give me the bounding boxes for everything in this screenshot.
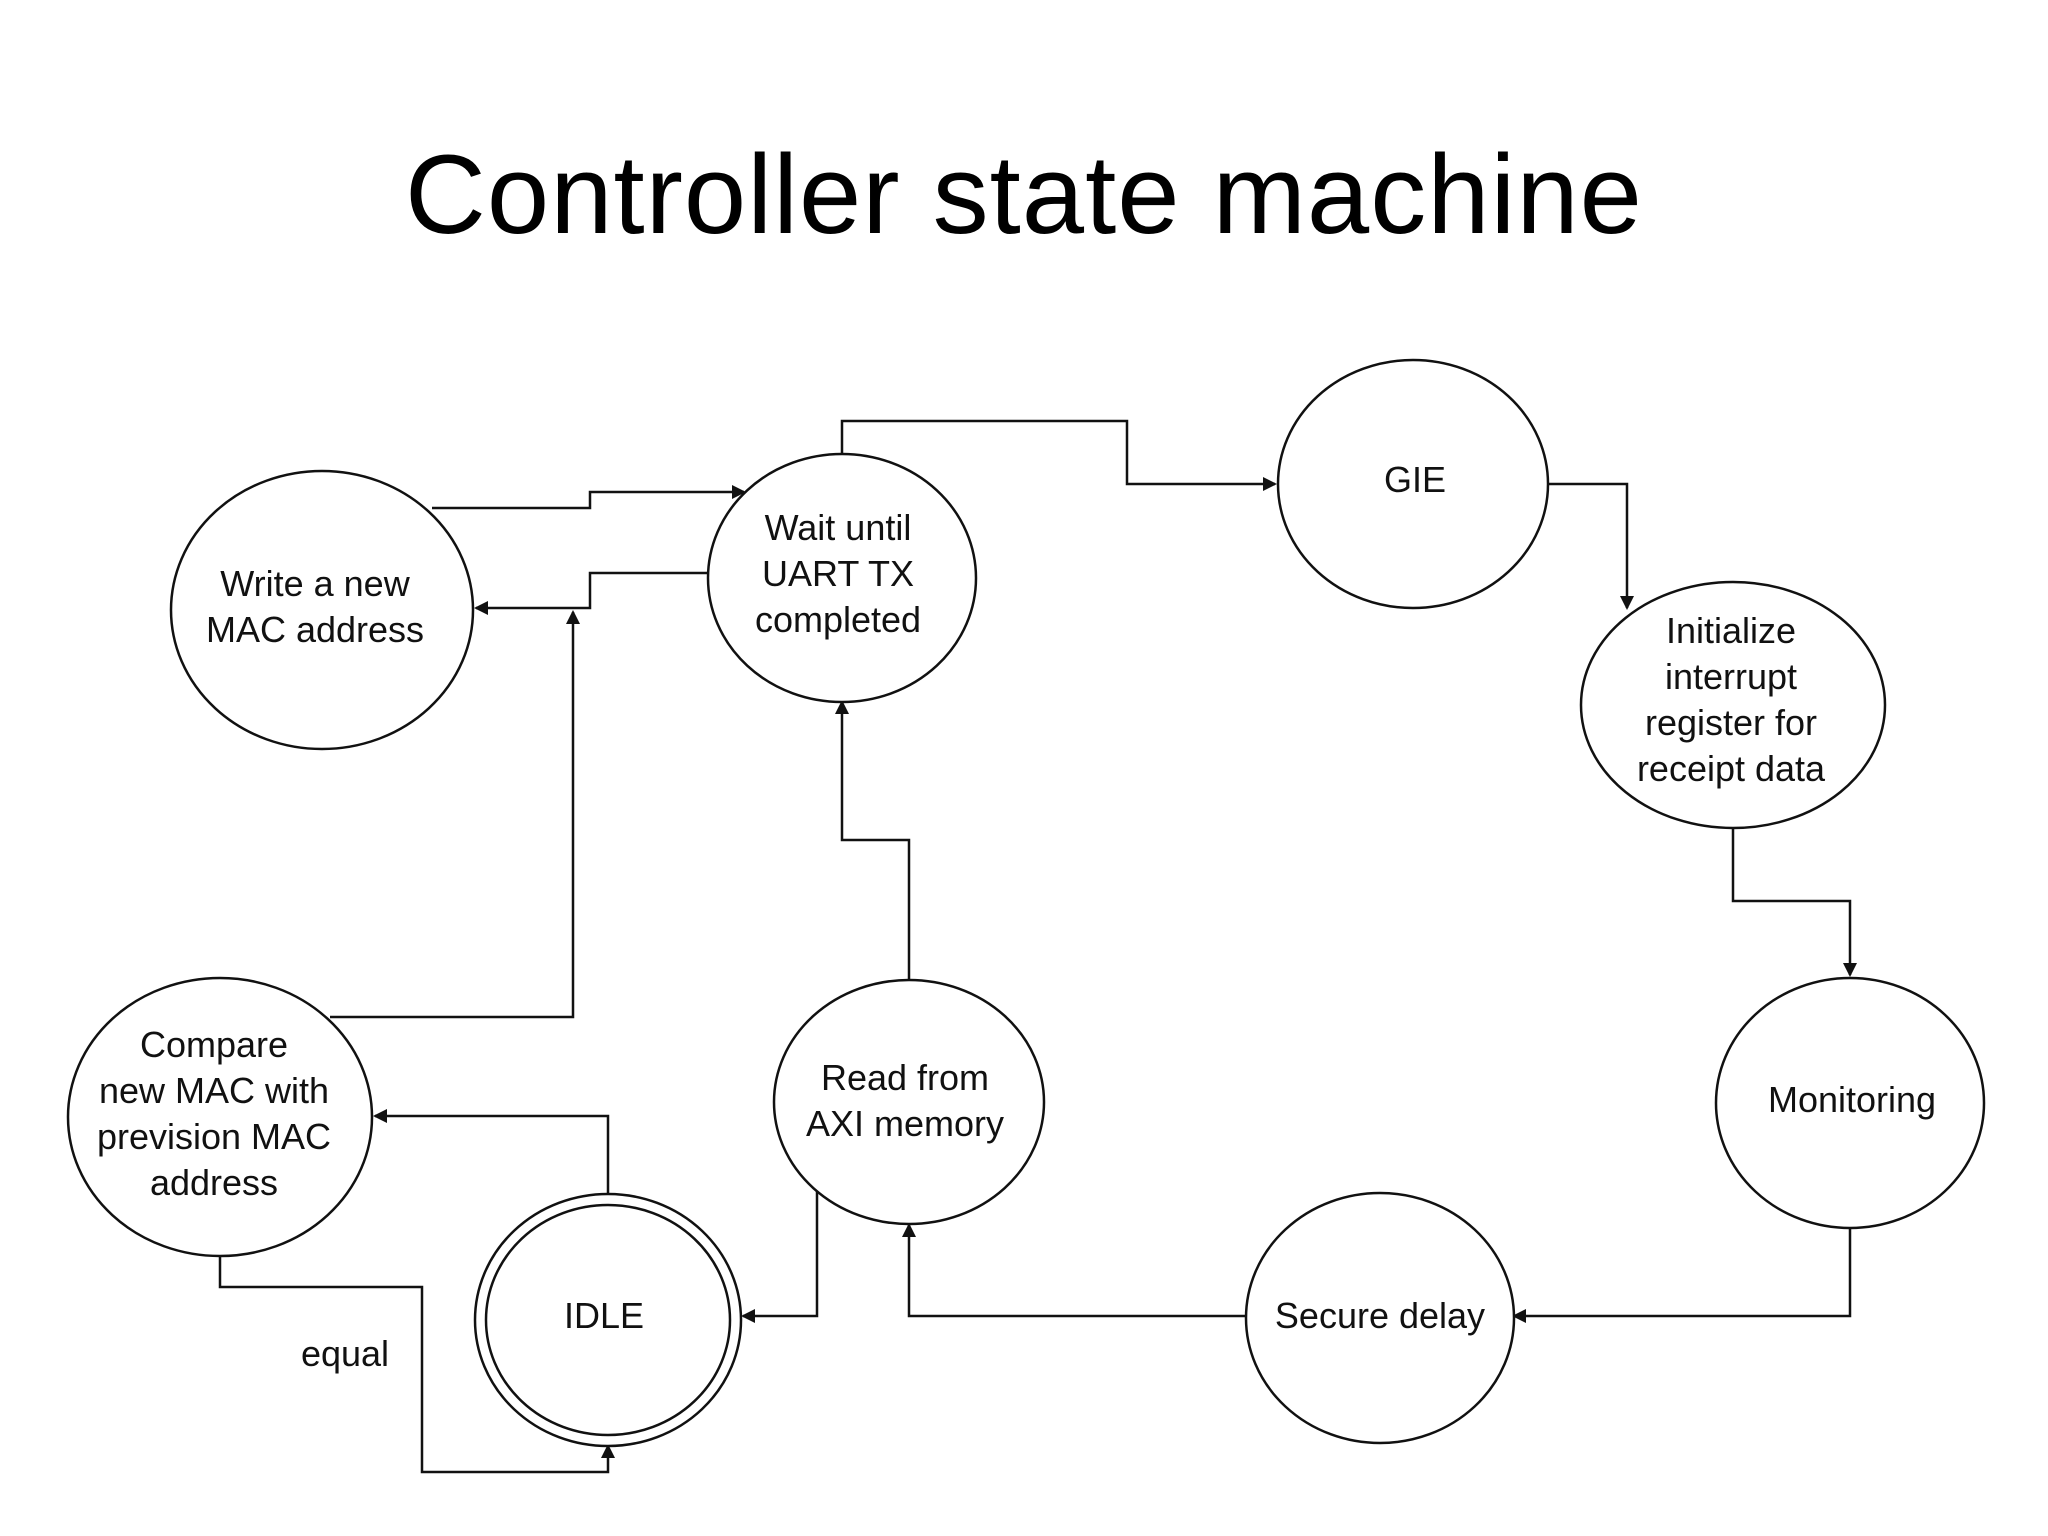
edge-compare-to-idle	[218, 1256, 615, 1474]
transition-label-equal: equal	[301, 1333, 389, 1374]
state-read-axi	[772, 978, 1046, 1226]
state-monitoring	[1714, 976, 1986, 1230]
read-axi-label-2: AXI memory	[806, 1103, 1004, 1144]
state-idle-inner	[484, 1203, 732, 1437]
secure-delay-label: Secure delay	[1275, 1295, 1485, 1336]
edge-delay-to-read	[902, 1223, 1246, 1318]
idle-label: IDLE	[564, 1295, 644, 1336]
state-secure-delay	[1244, 1191, 1516, 1445]
edge-read-to-wait	[835, 700, 911, 980]
wait-uart-label-3: completed	[755, 599, 921, 640]
edge-read-to-idle	[741, 1185, 819, 1323]
wait-uart-label-1: Wait until	[765, 507, 912, 548]
state-gie	[1276, 358, 1550, 610]
write-mac-label-2: MAC address	[206, 609, 424, 650]
compare-mac-label-4: address	[150, 1162, 278, 1203]
state-write-mac	[169, 469, 475, 751]
gie-label: GIE	[1384, 459, 1446, 500]
compare-mac-label-3: prevision MAC	[97, 1116, 331, 1157]
edge-monitoring-to-delay	[1512, 1228, 1852, 1323]
state-wait-uart	[706, 452, 978, 704]
init-interrupt-label-3: register for	[1645, 702, 1817, 743]
wait-uart-label-2: UART TX	[762, 553, 914, 594]
read-axi-label-1: Read from	[821, 1057, 989, 1098]
slide-title: Controller state machine	[405, 132, 1643, 257]
edge-idle-to-compare	[373, 1109, 610, 1195]
edge-gie-to-init	[1548, 482, 1634, 610]
init-interrupt-label-1: Initialize	[1666, 610, 1796, 651]
edge-init-to-monitoring	[1731, 827, 1857, 977]
monitoring-label: Monitoring	[1768, 1079, 1936, 1120]
write-mac-label-1: Write a new	[220, 563, 410, 604]
state-init-interrupt	[1579, 580, 1887, 830]
init-interrupt-label-4: receipt data	[1637, 748, 1826, 789]
edge-write-to-wait	[432, 485, 746, 510]
compare-mac-label-1: Compare	[140, 1024, 288, 1065]
init-interrupt-label-2: interrupt	[1665, 656, 1797, 697]
compare-mac-label-2: new MAC with	[99, 1070, 329, 1111]
edge-wait-to-gie	[840, 419, 1277, 491]
edge-wait-to-write	[474, 571, 713, 615]
state-compare-mac	[66, 976, 374, 1258]
edge-compare-to-write	[330, 610, 580, 1019]
